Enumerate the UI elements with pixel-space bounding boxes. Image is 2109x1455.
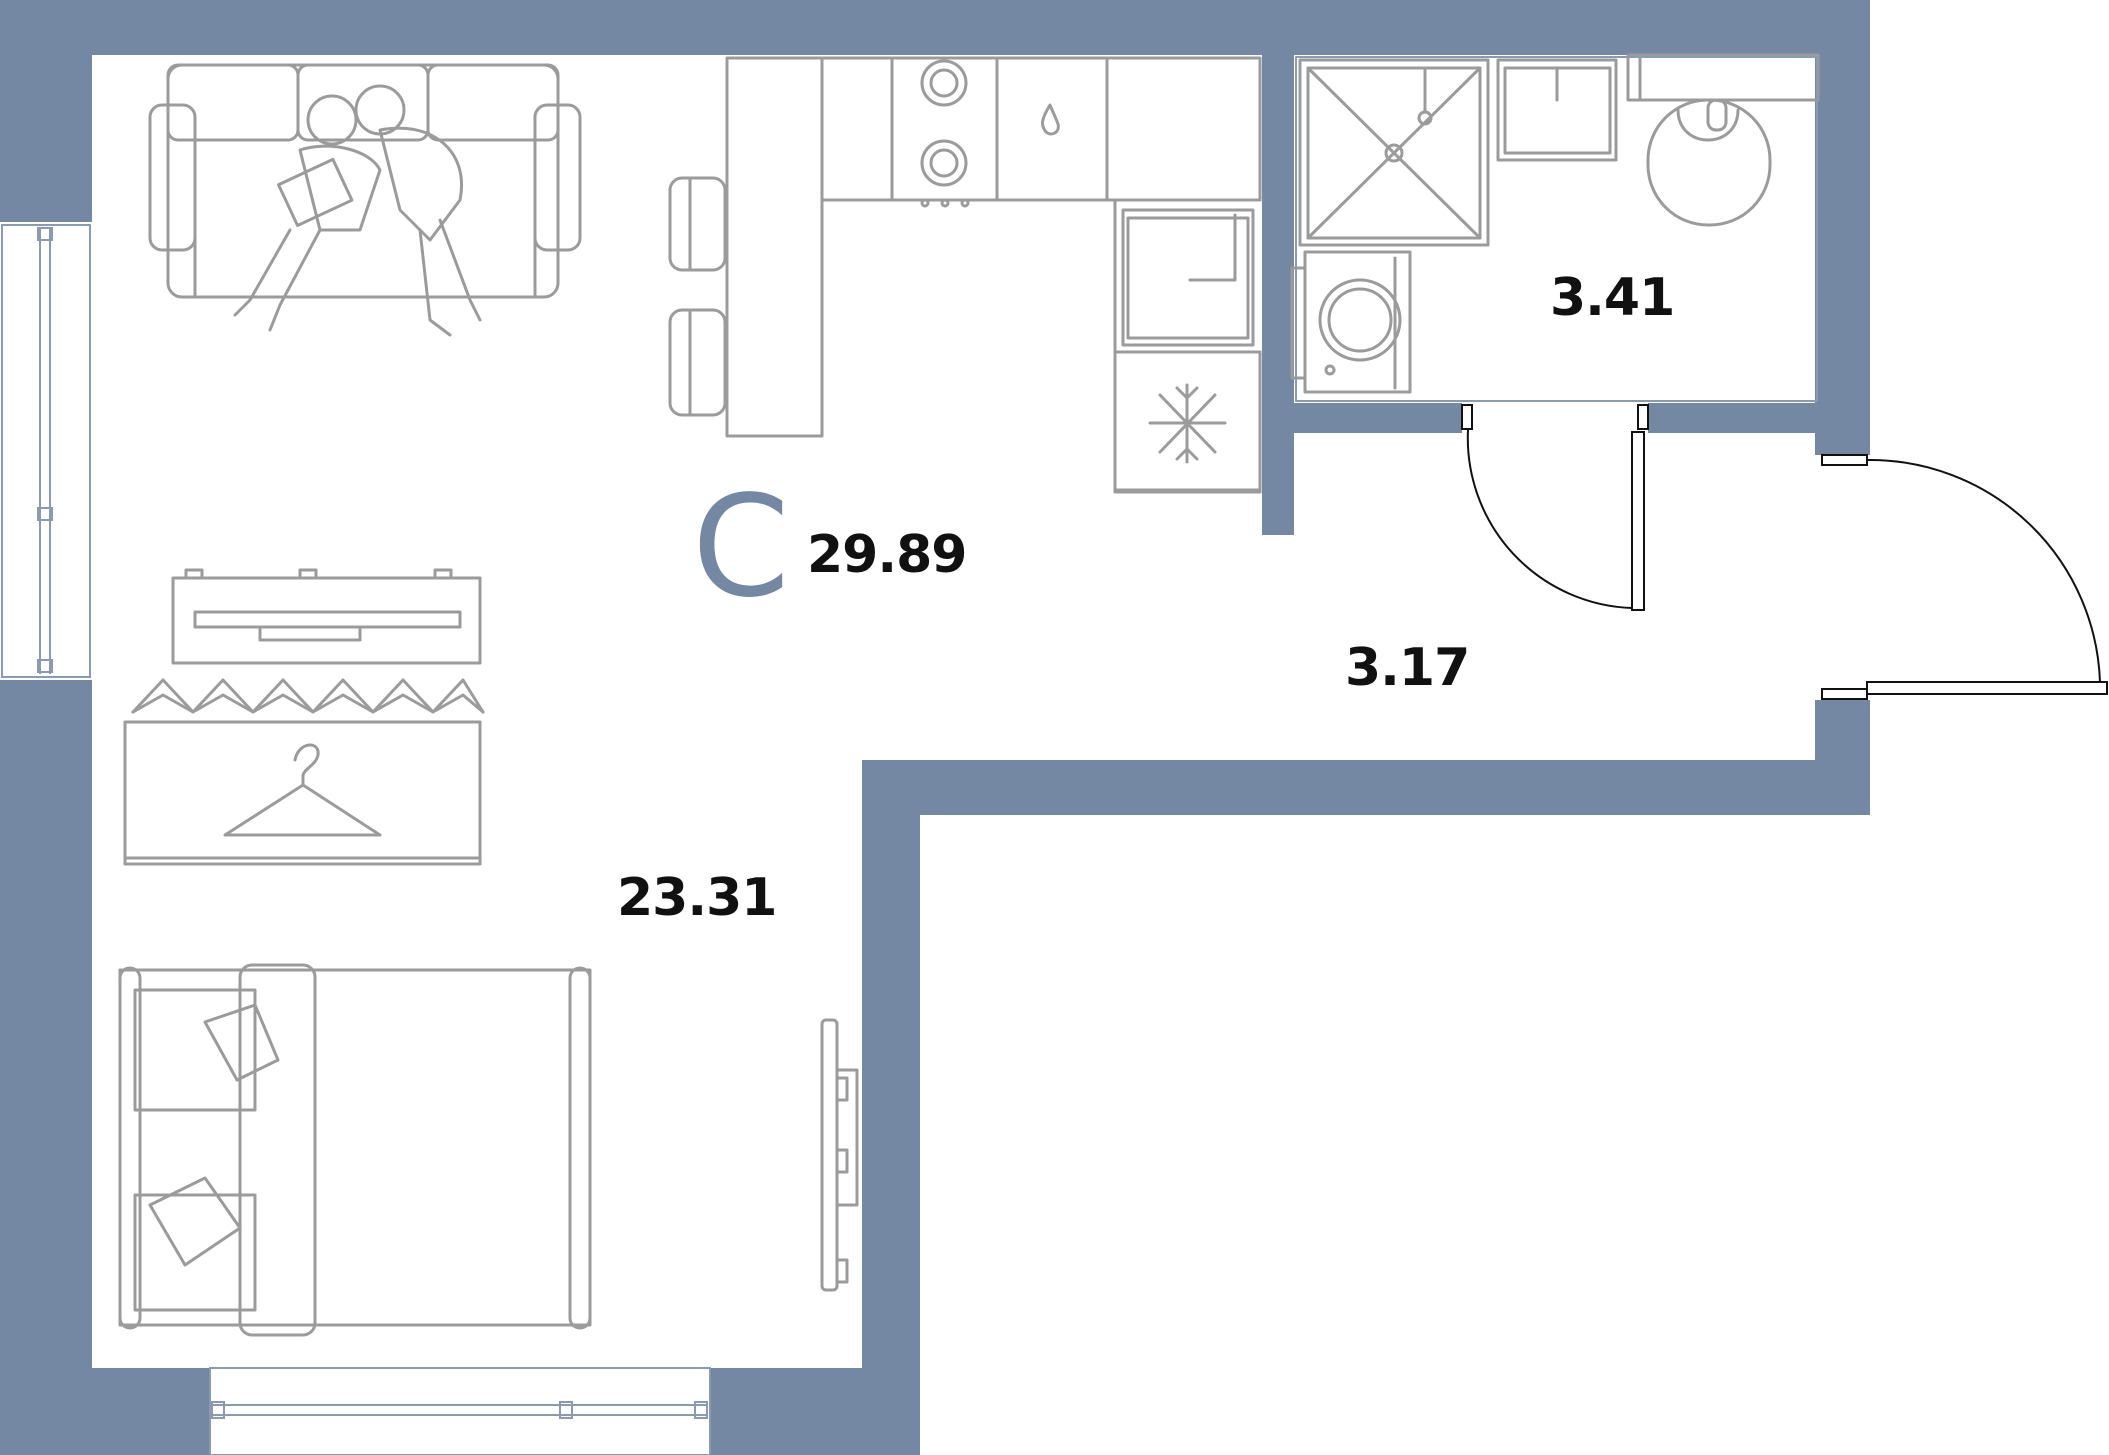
washing-machine-icon — [1290, 250, 1412, 394]
stove-icon — [890, 56, 999, 208]
hallway-area-label: 3.17 — [1345, 638, 1470, 698]
window-left — [1, 224, 91, 678]
wardrobe-icon — [123, 678, 485, 866]
window-bottom — [209, 1367, 711, 1455]
radiator-icon — [820, 1018, 859, 1292]
dishwasher-icon — [1121, 208, 1255, 347]
bar-counter — [725, 56, 824, 438]
walls — [0, 0, 1870, 1455]
shower-icon — [1298, 58, 1490, 247]
kitchen-counter — [820, 56, 1262, 492]
pillow-icon — [148, 1003, 280, 1267]
bathroom-outline — [1295, 56, 1818, 402]
bar-stools — [668, 176, 727, 417]
living-area-label: 23.31 — [617, 868, 777, 928]
fridge-icon — [1113, 350, 1262, 494]
apartment-type-letter: С — [692, 466, 790, 629]
total-area-label: 29.89 — [807, 525, 967, 585]
hanger-icon — [223, 743, 382, 837]
sofa-icon — [148, 63, 582, 299]
tv-stand-icon — [171, 568, 482, 665]
people-icon — [233, 84, 482, 337]
bed-icon — [118, 963, 592, 1337]
entrance-door-icon[interactable] — [1821, 454, 2108, 700]
washbasin-icon — [1496, 58, 1618, 162]
sink-icon — [995, 56, 1109, 202]
bathroom-area-label: 3.41 — [1550, 268, 1675, 328]
toilet-icon — [1626, 53, 1820, 227]
door-icon[interactable] — [1461, 404, 1649, 611]
